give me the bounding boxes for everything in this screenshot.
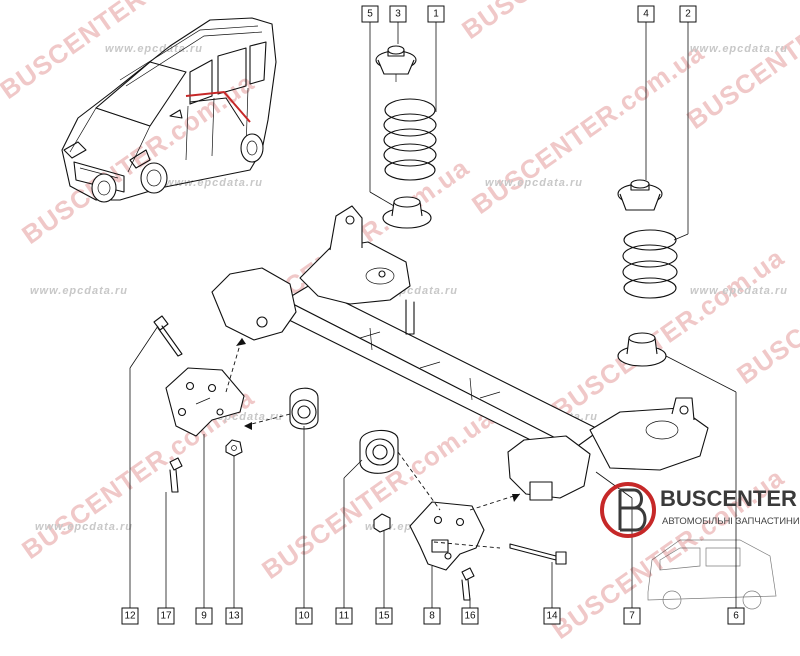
callout-17: 17 <box>157 607 175 625</box>
callout-label: 5 <box>367 9 373 20</box>
logo-emblem-letter <box>618 488 647 532</box>
callout-1: 1 <box>427 5 445 23</box>
logo-subtitle: АВТОМОБІЛЬНІ ЗАПЧАСТИНИ <box>662 516 800 527</box>
callout-16: 16 <box>461 607 479 625</box>
callout-label: 10 <box>298 611 310 622</box>
callout-label: 14 <box>546 611 558 622</box>
callout-3: 3 <box>389 5 407 23</box>
callout-label: 8 <box>429 611 435 622</box>
watermark-epcdata: www.epcdata.ru <box>165 177 263 189</box>
spring-seat-lower-left <box>382 196 432 229</box>
rear-axle-beam <box>211 205 709 501</box>
callout-2: 2 <box>679 5 697 23</box>
watermark-buscenter-domain: BUSCENTER.com.ua <box>16 67 259 250</box>
watermark-buscenter-domain: BUSCENTER.com.ua <box>546 242 789 425</box>
callout-12: 12 <box>121 607 139 625</box>
bushing-right <box>359 429 399 474</box>
callout-15: 15 <box>375 607 393 625</box>
callout-label: 9 <box>201 611 207 622</box>
callout-4: 4 <box>637 5 655 23</box>
callout-label: 4 <box>643 9 649 20</box>
bolt-long-right <box>509 543 567 565</box>
mounting-bracket-left <box>165 367 245 437</box>
callout-13: 13 <box>225 607 243 625</box>
bolt-short-right <box>461 567 475 601</box>
callout-7: 7 <box>623 607 641 625</box>
logo-name: BUSCENTER <box>660 486 797 511</box>
callout-label: 6 <box>733 611 739 622</box>
vehicle-illustration <box>61 17 277 203</box>
assembly-arrows <box>225 337 521 549</box>
coil-spring-left <box>383 98 437 181</box>
spring-cup-upper-right <box>617 179 663 211</box>
leader-lines <box>129 22 737 608</box>
callout-label: 11 <box>339 611 350 622</box>
watermark-epcdata: www.epcdata.ru <box>35 521 133 533</box>
watermark-epcdata: www.epcdata.ru <box>690 285 788 297</box>
bolt-long-left <box>153 315 183 357</box>
watermark-buscenter: BUSCENTER <box>456 0 613 45</box>
callout-14: 14 <box>543 607 561 625</box>
watermark-buscenter: BUSCENTER <box>681 12 800 135</box>
coil-spring-right <box>622 229 678 299</box>
callout-8: 8 <box>423 607 441 625</box>
van-silhouette <box>647 539 777 610</box>
callout-5: 5 <box>361 5 379 23</box>
buscenter-logo: BUSCENTER АВТОМОБІЛЬНІ ЗАПЧАСТИНИ <box>600 482 800 610</box>
callout-label: 3 <box>395 9 401 20</box>
watermark-buscenter-domain: BUSCENTER.com.ua <box>256 402 499 585</box>
bolt-short-left <box>169 457 183 493</box>
callout-label: 17 <box>160 611 172 622</box>
mounting-bracket-right <box>409 501 485 571</box>
watermark-epcdata: www.epcdata.ru <box>105 43 203 55</box>
watermark-epcdata: www.epcdata.ru <box>30 285 128 297</box>
spring-seat-lower-right <box>617 332 667 367</box>
callout-6: 6 <box>727 607 745 625</box>
callout-11: 11 <box>335 607 353 625</box>
callout-9: 9 <box>195 607 213 625</box>
callout-10: 10 <box>295 607 313 625</box>
nut-left <box>225 439 243 457</box>
callout-label: 15 <box>378 611 390 622</box>
callout-label: 16 <box>464 611 476 622</box>
watermark-epcdata: www.epcdata.ru <box>485 177 583 189</box>
watermark-epcdata: www.epcdata.ru <box>690 43 788 55</box>
watermark-buscenter-domain: BUSCENTER.com.ua <box>466 37 709 220</box>
callout-label: 7 <box>629 611 635 622</box>
nut-right <box>373 513 391 533</box>
bushing-left <box>289 387 319 430</box>
logo-emblem <box>600 482 656 538</box>
callout-label: 2 <box>685 9 691 20</box>
callout-label: 12 <box>124 611 136 622</box>
spring-cup-upper-left <box>375 45 417 82</box>
callout-label: 13 <box>228 611 240 622</box>
callout-label: 1 <box>433 9 439 20</box>
